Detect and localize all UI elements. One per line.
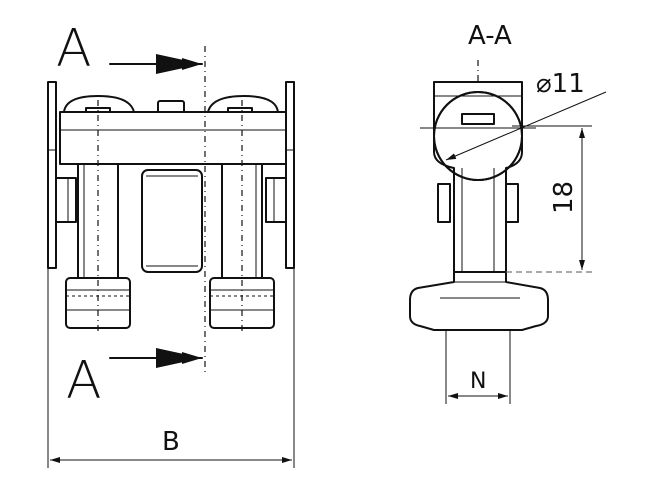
section-view: A-A ⌀11 18 N [409,21,607,404]
front-view: A A B [47,19,295,468]
left-side-plate [47,81,57,269]
right-bolt-head [207,95,279,113]
section-title: A-A [468,21,512,51]
nut-width-label: N [470,369,486,394]
section-mark-top: A [56,19,92,79]
section-mark-bottom: A [66,351,102,411]
diameter-label: ⌀11 [536,69,585,99]
height-dimension-label: 18 [549,181,579,214]
width-dimension-label: B [162,427,180,457]
section-right-clip [505,183,519,223]
crossbar [59,111,287,165]
left-clip [55,177,77,223]
section-left-clip [437,183,451,223]
right-clip [265,177,287,223]
center-block [141,169,203,273]
housing-outline [433,81,523,273]
right-side-plate [285,81,295,269]
left-bolt-head [63,95,135,113]
t-nut [409,271,549,331]
